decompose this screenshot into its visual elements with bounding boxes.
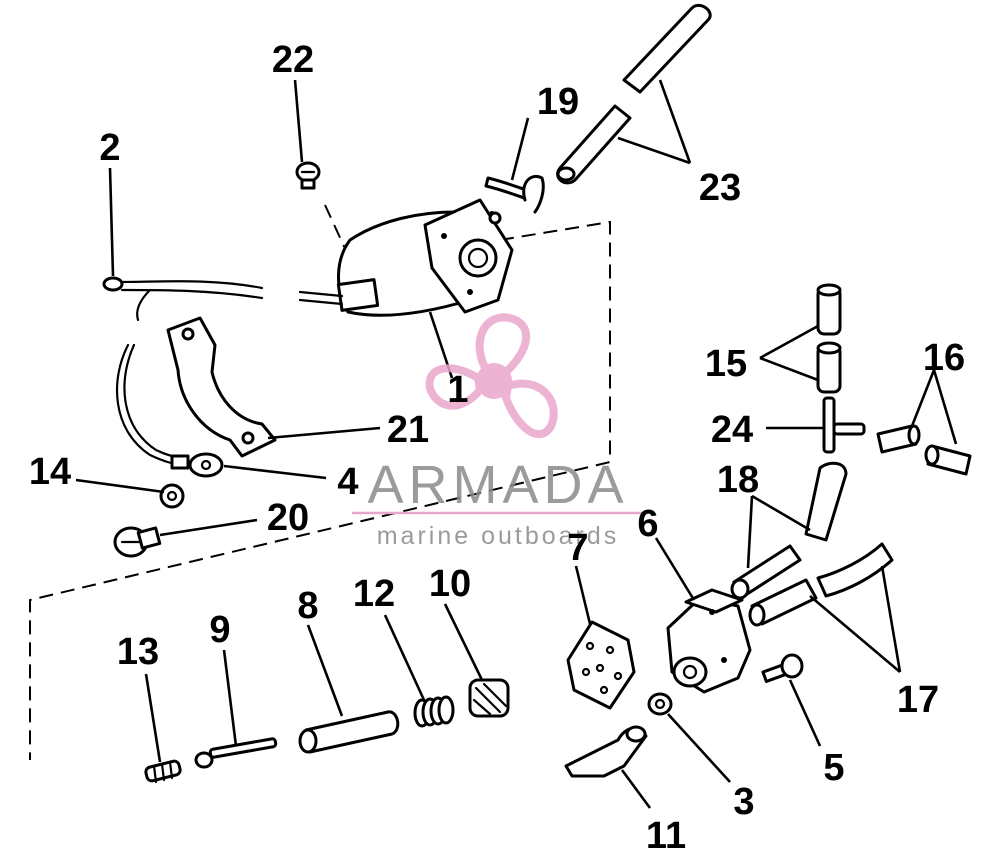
part-18-hoses xyxy=(730,461,848,600)
part-16-hoses xyxy=(876,424,972,476)
callout-20: 20 xyxy=(267,497,309,539)
callout-labels: 22 2 19 23 1 21 4 14 20 15 16 24 18 6 7 … xyxy=(29,39,965,857)
callout-23: 23 xyxy=(699,167,741,209)
part-15-hoses xyxy=(816,283,842,394)
callout-24: 24 xyxy=(711,409,753,451)
callout-4: 4 xyxy=(337,461,358,503)
propeller-icon xyxy=(425,313,558,439)
callout-14: 14 xyxy=(29,451,71,493)
part-11-check-valve xyxy=(564,725,648,778)
callout-1: 1 xyxy=(447,369,468,411)
part-5-screw xyxy=(761,653,804,683)
part-2-wire-harness xyxy=(102,276,264,322)
part-19-hose-clamp xyxy=(484,175,545,214)
callout-8: 8 xyxy=(297,585,318,627)
callout-18: 18 xyxy=(717,459,759,501)
callout-22: 22 xyxy=(272,39,314,81)
part-1-primer-solenoid xyxy=(298,198,514,317)
callout-17: 17 xyxy=(897,679,939,721)
callout-11: 11 xyxy=(646,815,686,857)
part-7-diaphragm xyxy=(566,620,636,710)
callout-9: 9 xyxy=(209,609,230,651)
part-9-shaft xyxy=(194,737,278,769)
part-17-hoses xyxy=(748,542,894,627)
part-4-ground-wire xyxy=(115,343,224,478)
callout-3: 3 xyxy=(733,781,754,823)
part-6-fuel-pump-body xyxy=(666,588,752,694)
leader-lines xyxy=(75,79,958,809)
part-24-tee-fitting xyxy=(822,396,866,454)
callout-10: 10 xyxy=(429,563,471,605)
callout-13: 13 xyxy=(117,631,159,673)
part-8-plunger xyxy=(298,710,400,754)
part-23-fuel-hoses xyxy=(556,3,712,185)
callout-5: 5 xyxy=(823,747,844,789)
watermark-tagline: marine outboards xyxy=(377,522,620,550)
callout-19: 19 xyxy=(537,81,579,123)
callout-16: 16 xyxy=(923,337,965,379)
part-21-clamp-bracket xyxy=(166,316,277,458)
callout-12: 12 xyxy=(353,573,395,615)
watermark-brand: ARMADA xyxy=(367,455,628,515)
watermark-logo: ARMADA marine outboards xyxy=(352,313,646,550)
callout-6: 6 xyxy=(637,503,658,545)
callout-2: 2 xyxy=(99,127,120,169)
callout-7: 7 xyxy=(567,527,588,569)
part-12-spring xyxy=(413,695,455,728)
callout-15: 15 xyxy=(705,343,747,385)
part-13-spring xyxy=(144,759,182,784)
callout-21: 21 xyxy=(387,409,429,451)
part-22-screw xyxy=(295,161,321,190)
part-20-screw xyxy=(113,526,162,558)
part-10-spring-cage xyxy=(468,678,510,718)
part-14-star-washer xyxy=(159,483,185,509)
part-3-seal-ring xyxy=(647,692,673,716)
